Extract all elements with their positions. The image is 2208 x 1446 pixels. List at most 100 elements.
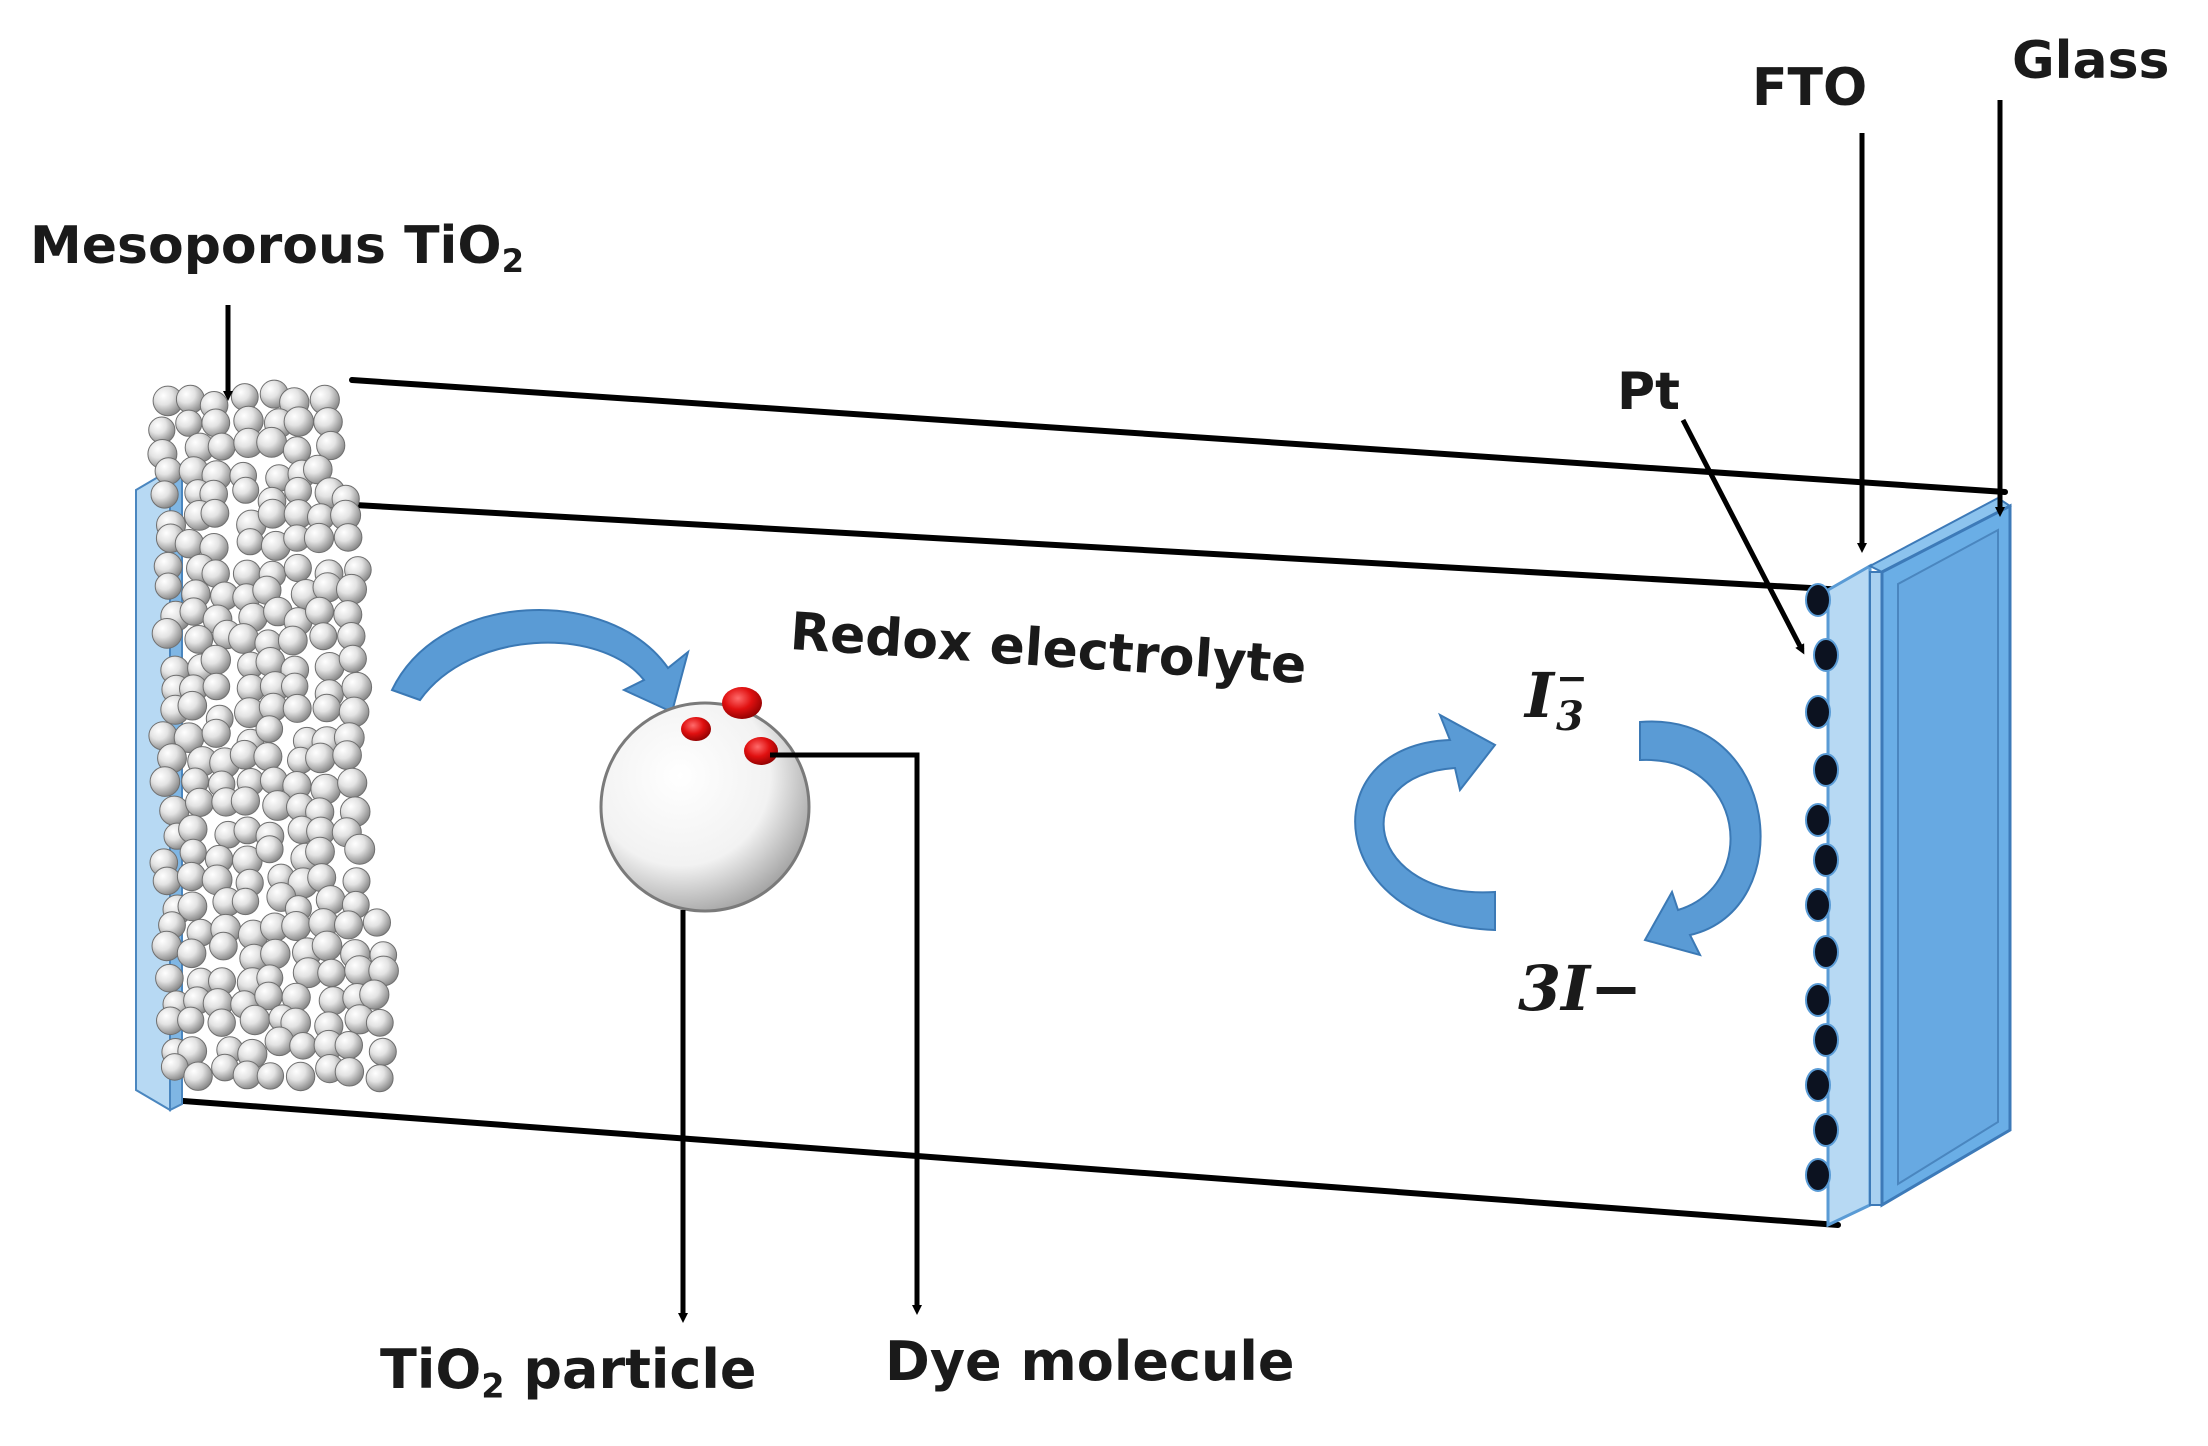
triiodide-superscript: − (1556, 655, 1588, 700)
pt-nanoparticle (1805, 1158, 1831, 1192)
tio2-nanoparticle (365, 1064, 394, 1093)
cycle-arrow-right (1639, 720, 1762, 957)
tio2-nanoparticle (184, 625, 214, 654)
tio2-nanoparticle (337, 767, 368, 799)
tio2-nanoparticle (334, 910, 363, 940)
electron-transfer-arrow (390, 609, 690, 714)
tio2-nanoparticle (336, 573, 367, 605)
tio2-nanoparticle (207, 432, 236, 461)
tio2-particle-label: TiO2 particle (380, 1343, 757, 1403)
tio2-particle-label-text: TiO (380, 1338, 482, 1401)
tio2-nanoparticle (359, 979, 390, 1010)
tio2-nanoparticle (303, 522, 335, 554)
tio2-nanoparticle (209, 931, 238, 961)
tio2-nanoparticle (368, 1037, 397, 1066)
tio2-nanoparticle (155, 963, 184, 993)
tio2-nanoparticle (311, 930, 343, 962)
tio2-nanoparticle (342, 867, 371, 896)
tio2-nanoparticle (305, 596, 334, 626)
pt-nanoparticle (1813, 753, 1839, 787)
mesoporous-tio2-layer (147, 379, 399, 1093)
tio2-nanoparticle (257, 498, 288, 529)
glass-label: Glass (2012, 31, 2170, 91)
pt-nanoparticle (1805, 983, 1831, 1017)
tio2-nanoparticle (260, 938, 291, 970)
tio2-nanoparticle (289, 1032, 317, 1060)
tio2-nanoparticle (316, 430, 346, 461)
glass-front-face (1869, 571, 1883, 1206)
tio2-nanoparticle (281, 911, 312, 941)
pt-nanoparticle (1805, 583, 1831, 617)
tio2-nanoparticle (202, 672, 231, 701)
tio2-nanoparticle (239, 1004, 271, 1036)
tio2-nanoparticle (285, 1061, 316, 1092)
tio2-nanoparticle (256, 1062, 285, 1090)
tio2-nanoparticle (232, 476, 260, 504)
tio2-nanoparticle (200, 644, 232, 676)
pt-label: Pt (1617, 362, 1680, 422)
tio2-nanoparticle (305, 836, 335, 867)
tio2-nanoparticle (362, 908, 391, 937)
pt-nanoparticle (1805, 1068, 1831, 1102)
tio2-nanoparticle (151, 930, 182, 962)
tio2-nanoparticle (228, 623, 259, 654)
tio2-particle-label-rest: particle (504, 1338, 757, 1401)
tio2-nanoparticle (200, 498, 230, 528)
tio2-nanoparticle (305, 742, 336, 774)
tio2-nanoparticle (201, 718, 231, 748)
dye-molecule-dot (722, 687, 762, 719)
tio2-nanoparticle (152, 866, 182, 896)
pt-nanoparticle (1813, 638, 1839, 672)
tio2-nanoparticle (174, 529, 205, 559)
pt-leader (1680, 418, 1805, 655)
tio2-nanoparticle (154, 572, 182, 600)
pt-nanoparticle (1805, 803, 1831, 837)
glass-inner-face (1897, 528, 1999, 1186)
tio2-nanoparticle (154, 457, 183, 485)
tio2-nanoparticle (150, 480, 179, 509)
tio2-nanoparticle (333, 523, 363, 552)
tio2-nanoparticle (149, 766, 181, 797)
counter-electrode (1826, 496, 2012, 1228)
tio2-nanoparticle (264, 1026, 295, 1057)
triiodide-label: I−3 (1525, 659, 1588, 737)
fto-label: FTO (1752, 58, 1868, 118)
tio2-nanoparticle (309, 622, 338, 651)
dye-molecule-leader (770, 752, 922, 1315)
triiodide-subscript: 3 (1556, 693, 1584, 740)
tio2-nanoparticle (179, 838, 207, 867)
tio2-particle (599, 687, 811, 913)
mesoporous-label-text: Mesoporous TiO (30, 216, 502, 276)
tio2-nanoparticle (283, 406, 314, 437)
outline-bottom (167, 1097, 1841, 1228)
tio2-nanoparticle (282, 693, 312, 723)
tio2-nanoparticle (201, 408, 231, 438)
pt-nanoparticle (1805, 888, 1831, 922)
tio2-nanoparticle (175, 409, 203, 437)
outline-top-back (349, 377, 2008, 495)
dye-molecule-dot (744, 737, 778, 765)
tio2-nanoparticle (365, 1008, 394, 1037)
tio2-nanoparticle (185, 787, 215, 818)
tio2-nanoparticle (253, 742, 283, 772)
pt-catalyst-layer (1805, 583, 1839, 1192)
pt-nanoparticle (1813, 935, 1839, 969)
tio2-nanoparticle (176, 861, 207, 892)
tio2-nanoparticle (176, 938, 207, 969)
tio2-nanoparticle (334, 1057, 365, 1087)
redox-cycle-arrows (1354, 712, 1762, 957)
mesoporous-tio2-label: Mesoporous TiO2 (30, 220, 524, 277)
tio2-nanoparticle (277, 625, 308, 656)
tio2-particle-label-subscript: 2 (481, 1366, 505, 1406)
pt-nanoparticle (1813, 1113, 1839, 1147)
tio2-nanoparticle (334, 1031, 363, 1060)
tio2-nanoparticle (230, 786, 260, 816)
tio2-nanoparticle (283, 553, 312, 583)
tio2-nanoparticle (177, 1006, 205, 1034)
pt-nanoparticle (1813, 1023, 1839, 1057)
tio2-nanoparticle (151, 618, 183, 649)
leader-arrows (223, 100, 2005, 1323)
tio2-nanoparticle (177, 690, 208, 721)
